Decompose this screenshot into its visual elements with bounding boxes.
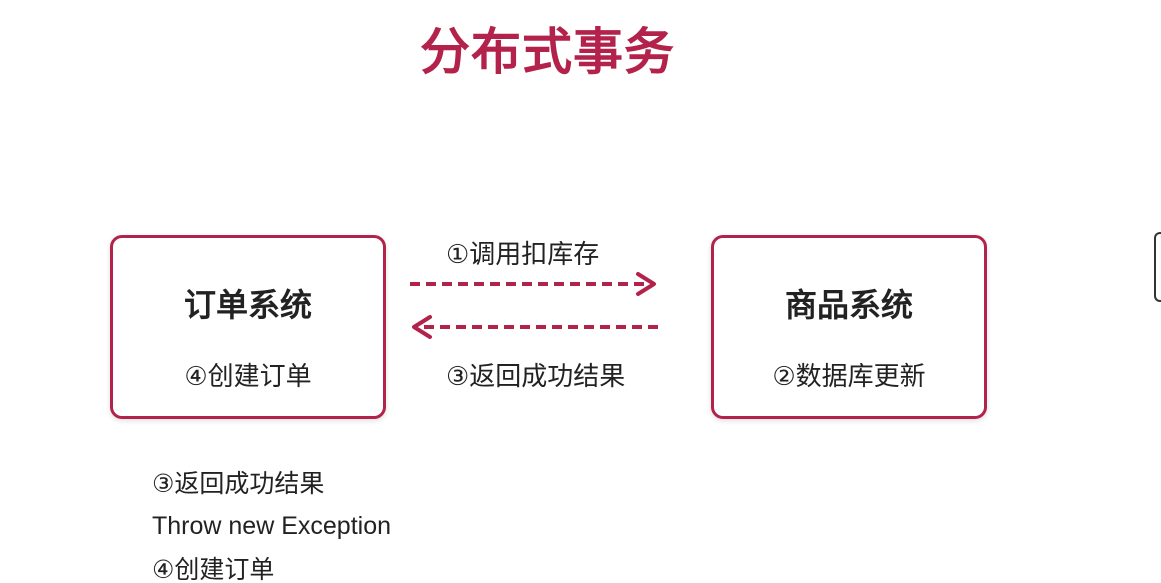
call-arrow-label: ①调用扣库存 [446, 240, 600, 270]
goods-system-box: 商品系统 ②数据库更新 [711, 235, 987, 419]
order-system-name: 订单系统 [183, 286, 312, 324]
notes-list: ③返回成功结果 Throw new Exception ④创建订单 [152, 462, 391, 583]
call-arrow [410, 272, 656, 296]
order-system-box: 订单系统 ④创建订单 [110, 235, 386, 419]
goods-system-step: ②数据库更新 [772, 362, 926, 392]
return-arrow [412, 315, 658, 339]
note-throw-exception: Throw new Exception [152, 512, 392, 540]
return-arrow-head [412, 315, 432, 339]
note-return-success: ③返回成功结果 [152, 469, 325, 498]
order-system-step: ④创建订单 [184, 362, 312, 392]
return-arrow-label: ③返回成功结果 [446, 362, 626, 392]
side-panel-edge [1154, 232, 1161, 302]
call-arrow-head [636, 272, 656, 296]
goods-system-name: 商品系统 [784, 286, 913, 324]
slide-title: 分布式事务 [420, 23, 675, 81]
note-create-order: ④创建订单 [152, 555, 275, 583]
arrows-diagram [410, 272, 658, 339]
